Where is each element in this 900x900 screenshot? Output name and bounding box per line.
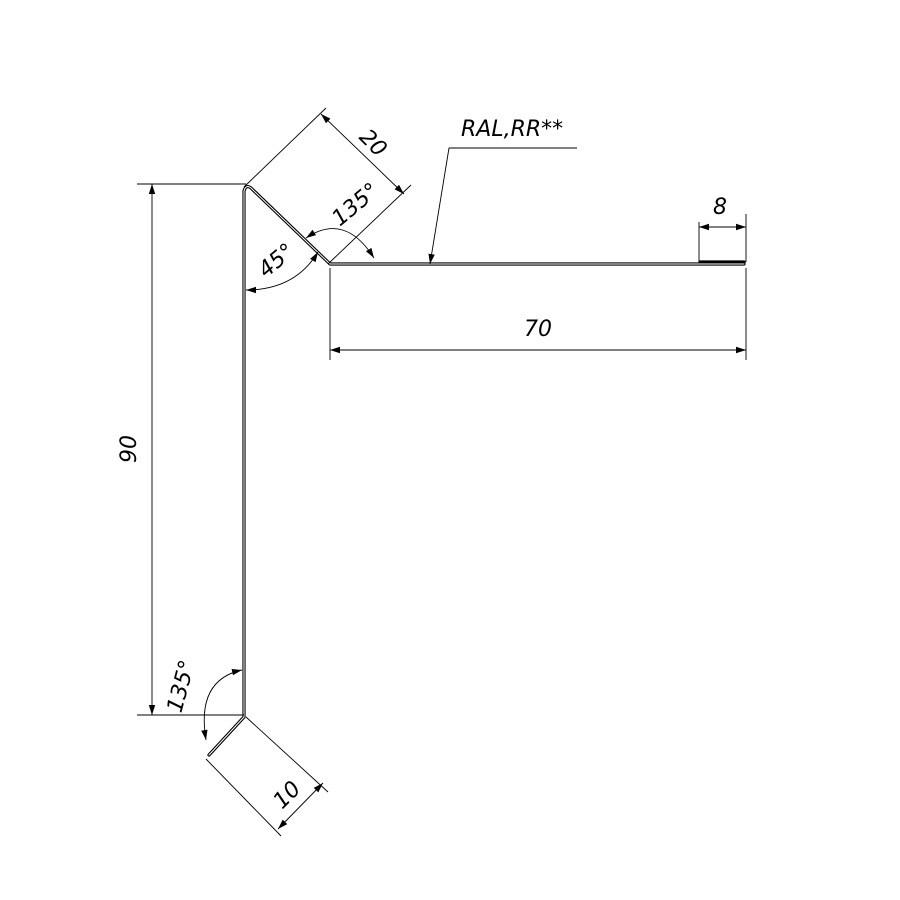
angle-arc-top-outer [305, 228, 375, 259]
angle-bottom-label: 135° [163, 657, 201, 715]
dimension-bottom-lip: 10 [205, 716, 329, 837]
dimension-bottom-lip-label: 10 [269, 777, 306, 814]
angle-top-outer-label: 135° [327, 178, 384, 231]
angle-top-inner: 45° [245, 239, 319, 294]
dimension-height-label: 90 [117, 435, 142, 463]
angle-bottom: 135° [163, 657, 243, 741]
angle-arc-bottom [201, 669, 243, 741]
extension-line-bottom-lip-a [205, 758, 282, 837]
leader-arrow [428, 147, 450, 265]
extension-line-slope-a [243, 107, 327, 188]
extension-line-bottom-lip-b [245, 716, 329, 793]
dimension-line-bottom-lip [277, 782, 324, 830]
finish-label: RAL,RR** [461, 117, 563, 142]
angle-arc-top-inner [245, 251, 319, 294]
dimension-height: 90 [117, 183, 246, 716]
angle-top-outer: 135° [305, 178, 384, 259]
dimension-top-slope: 20 [243, 107, 412, 265]
dimension-end-lip: 8 [698, 195, 747, 262]
angle-top-inner-label: 45° [254, 239, 300, 283]
finish-leader: RAL,RR** [428, 117, 577, 265]
dimension-top-width-label: 70 [524, 317, 552, 342]
dimension-line-slope [320, 113, 405, 195]
profile-outline [207, 184, 746, 757]
dimension-end-lip-label: 8 [713, 195, 727, 220]
dimension-top-width: 70 [329, 268, 747, 360]
dimension-top-slope-label: 20 [354, 125, 391, 162]
